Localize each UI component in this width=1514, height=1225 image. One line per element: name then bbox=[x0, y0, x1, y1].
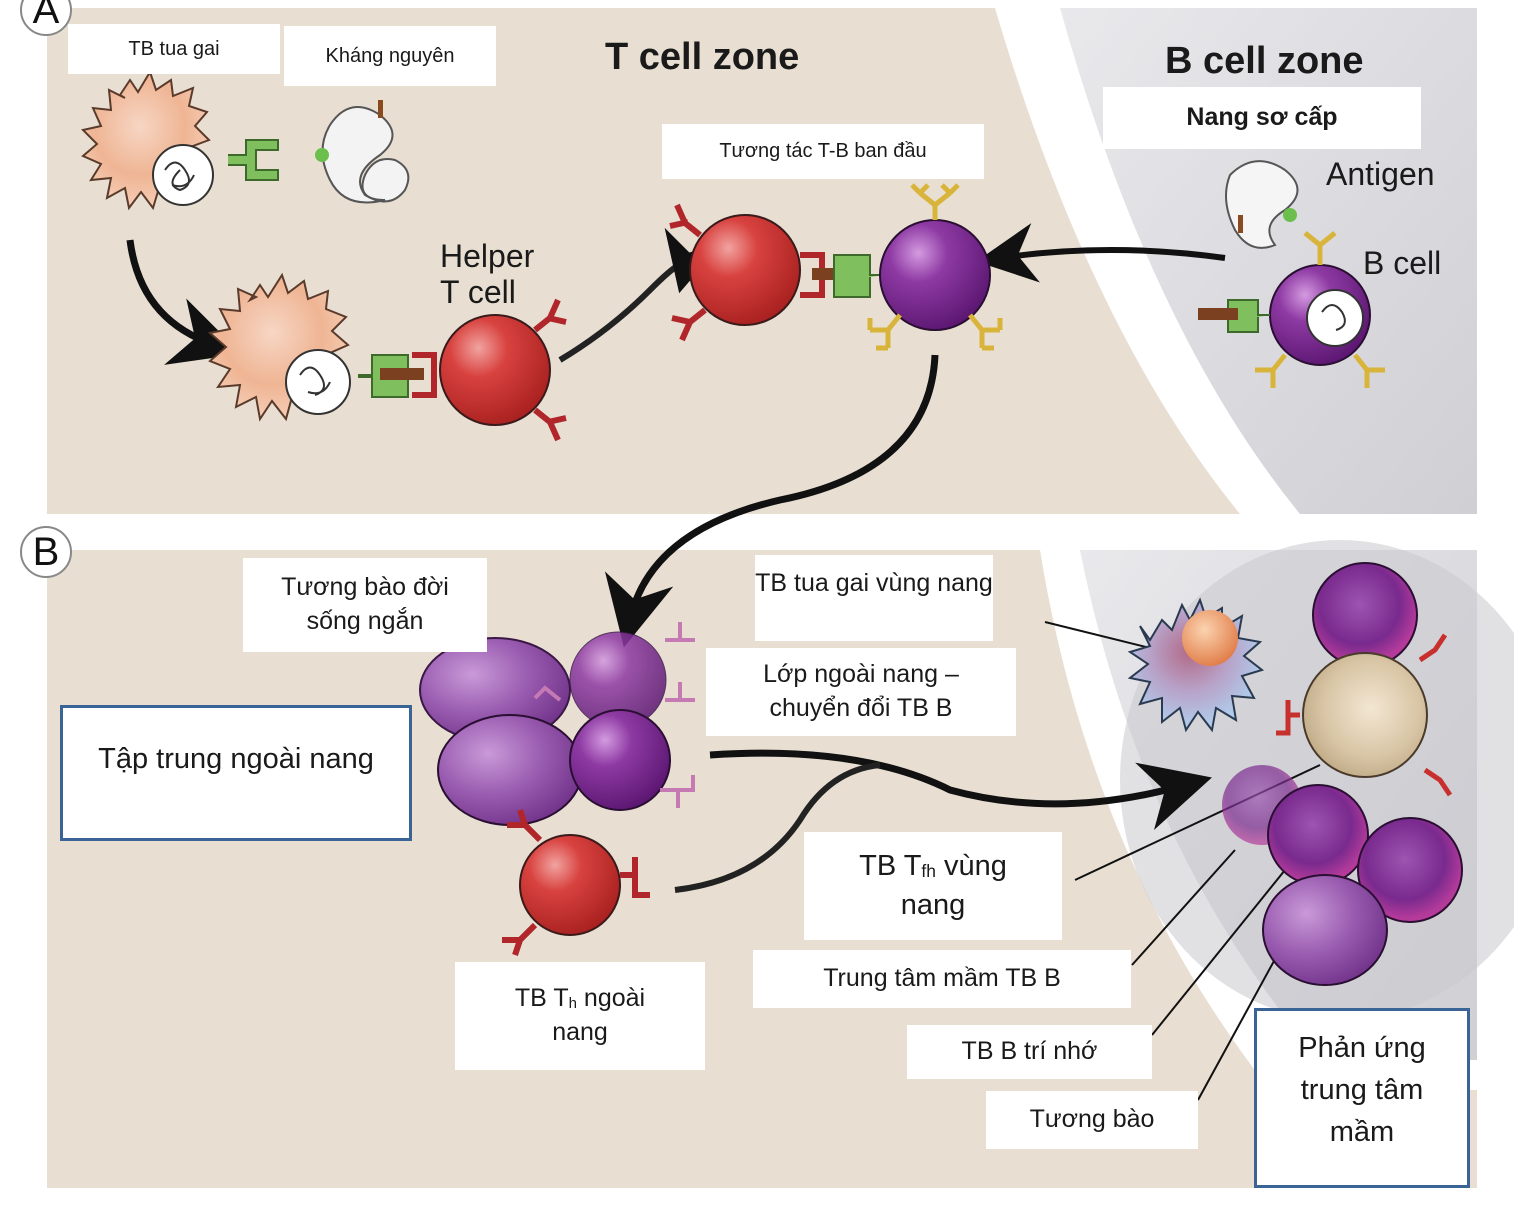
panel-a-letter: A bbox=[20, 0, 72, 36]
panel-b-letter: B bbox=[20, 526, 72, 578]
helper-t-line2: T cell bbox=[440, 274, 516, 310]
label-extrafollicular-th: TB Th ngoài nang bbox=[455, 962, 705, 1070]
extrafollicular-th-cell bbox=[502, 809, 650, 956]
label-germinal-center-b: Trung tâm mầm TB B bbox=[753, 950, 1131, 1008]
label-primary-follicle: Nang sơ cấp bbox=[1103, 87, 1421, 149]
short-lived-plasma-line1: Tương bào đời bbox=[281, 573, 449, 602]
arrow-to-tb-interaction bbox=[558, 227, 723, 363]
label-germinal-center-reaction: Phản ứng trung tâm mầm bbox=[1254, 1008, 1470, 1188]
label-helper-t-cell: Helper T cell bbox=[440, 238, 534, 310]
leader-plasma bbox=[1197, 949, 1281, 1101]
label-extrafollicular-focus: Tập trung ngoài nang bbox=[60, 705, 412, 841]
leader-memory-b bbox=[1151, 869, 1286, 1036]
tfh-suffix: vùng bbox=[935, 849, 1007, 882]
label-plasma-cell: Tương bào bbox=[986, 1091, 1198, 1149]
outer-follicle-line2: chuyển đổi TB B bbox=[769, 694, 953, 722]
plasma-cell-cluster bbox=[419, 622, 695, 826]
dendritic-cell-immature bbox=[81, 69, 214, 211]
th-prefix: TB T bbox=[514, 984, 569, 1013]
helper-t-cell bbox=[439, 298, 567, 442]
th-subscript: h bbox=[568, 995, 577, 1013]
th-suffix: ngoài bbox=[576, 984, 646, 1013]
leader-gc-b bbox=[1131, 849, 1236, 966]
leader-fdc bbox=[1044, 621, 1151, 649]
interaction-b-cell bbox=[867, 183, 1003, 351]
helper-t-line1: Helper bbox=[440, 238, 535, 274]
label-initial-tb-interaction: Tương tác T-B ban đầu bbox=[662, 124, 984, 179]
tfh-line2: nang bbox=[900, 889, 966, 921]
arrow-b-cell-migration bbox=[976, 223, 1226, 283]
label-short-lived-plasma: Tương bào đời sống ngắn bbox=[243, 558, 487, 652]
mhc-tcr-complex-icon bbox=[358, 352, 437, 398]
tfh-line1: TB Tfh vùng bbox=[859, 847, 1007, 886]
gc-reaction-line2: trung tâm bbox=[1300, 1074, 1424, 1107]
extrafollicular-th-line2: nang bbox=[552, 1018, 608, 1046]
antigen-protein-icon bbox=[315, 100, 410, 204]
tfh-subscript: fh bbox=[921, 860, 936, 881]
gc-reaction-line1: Phản ứng bbox=[1298, 1032, 1426, 1064]
b-cell-zone-title: B cell zone bbox=[1165, 40, 1364, 82]
arrow-to-extrafollicular bbox=[604, 354, 939, 648]
antigen-bound-icon bbox=[1225, 160, 1299, 249]
label-memory-b: TB B trí nhớ bbox=[907, 1025, 1152, 1079]
arrow-to-germinal-center bbox=[709, 749, 1212, 831]
label-dendritic-cell: TB tua gai bbox=[68, 24, 280, 74]
label-outer-follicle: Lớp ngoài nang – chuyển đổi TB B bbox=[706, 648, 1016, 736]
interaction-t-cell bbox=[669, 203, 801, 342]
tfh-prefix: TB T bbox=[859, 849, 922, 882]
interaction-receptor-complex-icon bbox=[800, 252, 885, 298]
label-tfh-cell: TB Tfh vùng nang bbox=[804, 832, 1062, 940]
mhc-receptor-icon bbox=[228, 139, 279, 181]
t-cell-zone-title: T cell zone bbox=[605, 36, 800, 78]
label-antigen-en: Antigen bbox=[1326, 156, 1435, 192]
label-antigen-vi: Kháng nguyên bbox=[284, 26, 496, 86]
arrow-dc-maturation bbox=[126, 239, 242, 365]
arrow-th-to-follicle bbox=[674, 762, 881, 893]
germinal-center-cells bbox=[1222, 562, 1463, 986]
label-follicular-dendritic-cell: TB tua gai vùng nang bbox=[755, 555, 993, 641]
follicular-dendritic-cell bbox=[1127, 597, 1265, 733]
extrafollicular-th-line1: TB Th ngoài bbox=[515, 982, 645, 1016]
gc-reaction-line3: mầm bbox=[1329, 1116, 1395, 1149]
dendritic-cell-mature bbox=[207, 272, 351, 422]
outer-follicle-line1: Lớp ngoài nang – bbox=[763, 660, 959, 689]
label-b-cell: B cell bbox=[1363, 245, 1442, 281]
naive-b-cell bbox=[1198, 231, 1385, 388]
short-lived-plasma-line2: sống ngắn bbox=[306, 607, 424, 635]
